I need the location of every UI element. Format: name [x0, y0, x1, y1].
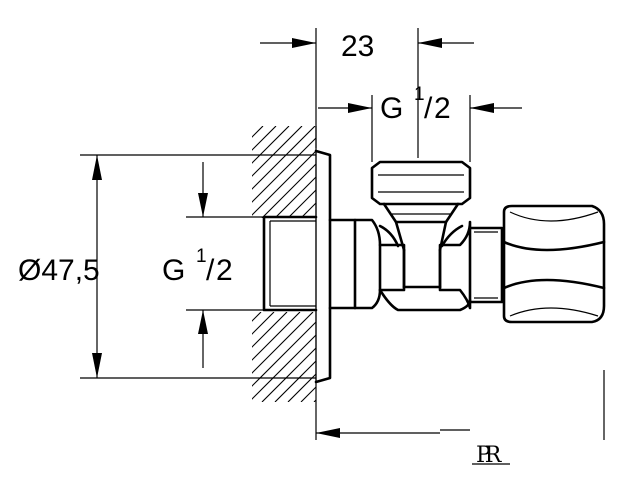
hatch-line	[405, 312, 495, 402]
hatch-line	[252, 312, 301, 361]
top-thread-numerator: 1	[414, 84, 425, 105]
hatch-line	[252, 334, 316, 400]
hatch-line	[252, 312, 288, 348]
hatch-line	[327, 312, 417, 402]
left-thread-denominator: 2	[216, 254, 233, 287]
hatch-line	[252, 312, 262, 322]
top-thread-g: G	[380, 92, 403, 125]
hatch-line	[252, 126, 290, 164]
top-thread-slash: /	[424, 92, 433, 125]
spindle-cap	[370, 160, 472, 252]
compression-nut	[502, 204, 606, 324]
hatch-line	[252, 312, 275, 335]
hatch-line	[252, 150, 316, 216]
dimension-diameter: Ø47,5	[18, 154, 316, 379]
hatch-line	[431, 312, 521, 402]
dimension-top-thread: G 1 / 2	[318, 84, 522, 162]
hatch-line	[444, 312, 534, 402]
hatch-line	[287, 373, 316, 402]
hatch-line	[252, 312, 314, 374]
hatch-line	[252, 126, 316, 190]
hatch-line	[145, 312, 235, 402]
hatch-line	[252, 321, 316, 387]
pr-logo: PR	[472, 443, 510, 468]
flange	[314, 149, 332, 384]
outlet-connector	[468, 226, 504, 304]
left-thread-numerator: 1	[196, 246, 207, 267]
hatch-line	[313, 399, 316, 402]
hatch-line	[366, 312, 456, 402]
hatch-line	[340, 312, 430, 402]
dimension-23: 23	[260, 28, 474, 158]
dimension-bottom-length	[315, 370, 605, 440]
dimension-left-thread: G 1 / 2	[162, 162, 264, 368]
hatch-line	[252, 137, 316, 203]
hatch-line	[145, 126, 237, 218]
top-thread-denominator: 2	[434, 92, 451, 125]
valve-body	[328, 218, 472, 312]
hatch-line	[274, 360, 316, 402]
inlet-thread	[262, 215, 318, 312]
hatch-line	[132, 126, 224, 218]
wall-hatching-bottom	[132, 312, 534, 402]
left-thread-g: G	[162, 254, 185, 287]
hatch-line	[392, 312, 482, 402]
hatch-line	[261, 347, 316, 402]
left-thread-slash: /	[206, 254, 215, 287]
hatch-line	[287, 189, 316, 218]
wall-hatching-top	[132, 126, 316, 218]
hatch-line	[418, 312, 508, 402]
hatch-line	[379, 312, 469, 402]
hatch-line	[353, 312, 443, 402]
hatch-line	[252, 126, 277, 151]
hatch-line	[300, 386, 316, 402]
hatch-line	[274, 176, 316, 218]
hatch-line	[132, 312, 222, 402]
hatch-line	[261, 163, 316, 218]
dimension-23-label: 23	[341, 30, 374, 63]
hatch-line	[252, 126, 264, 138]
hatch-line	[252, 126, 303, 177]
diameter-label: Ø47,5	[18, 254, 100, 287]
